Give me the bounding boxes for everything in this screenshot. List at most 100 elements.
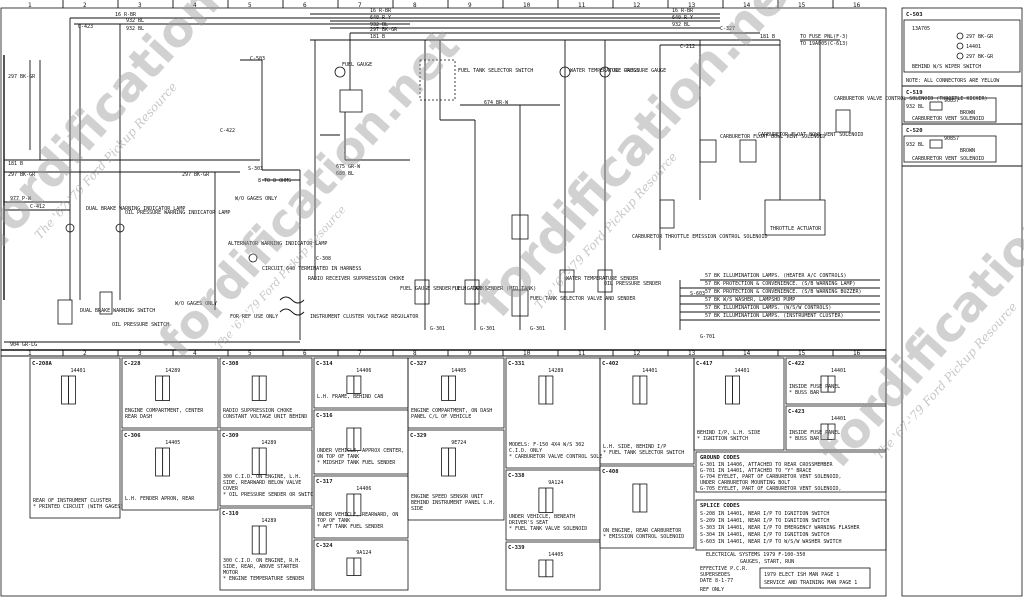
column-number: 6 [303, 2, 307, 9]
column-number: 1 [28, 350, 32, 357]
component-label: FUEL GAUGE SENDER (MID TANK) [452, 286, 536, 292]
connector-id: C-316 [316, 413, 333, 419]
column-number: 14 [743, 350, 751, 357]
component-label: OIL PRESSURE WARNING INDICATOR LAMP [125, 210, 230, 216]
right-schematic: CARBURETOR FLOAT BOWL VENT SOLENOID CARB… [632, 40, 988, 340]
column-number: 2 [83, 350, 87, 357]
component-label: THROTTLE ACTUATOR [770, 226, 822, 232]
connector-id: C-422 [788, 361, 805, 367]
part-number: 14405 [548, 552, 563, 558]
component-label: CARBURETOR FLOAT BOWL VENT SOLENOID [758, 132, 863, 138]
splice-code-row: S-209 IN 14401, NEAR I/P TO IGNITION SWI… [700, 518, 829, 524]
column-number: 3 [138, 350, 142, 357]
component-label: WATER TEMPERATURE GAUGE [570, 68, 639, 74]
location-subtext: * MIDSHIP TANK FUEL SENDER [317, 460, 396, 466]
connector-id: C-208A [32, 361, 53, 367]
wire-label: 297 BK-GR [370, 27, 398, 33]
part-number: 90857 [944, 98, 959, 104]
note-text: NOTE: ALL CONNECTORS ARE YELLOW [906, 78, 1000, 84]
wire-label: 932 BL [906, 104, 924, 110]
main-frame [0, 7, 887, 597]
illumination-label: 57 BK ILLUMINATION LAMPS. (W/S/W CONTROL… [705, 305, 831, 311]
location-subtext: CONSTANT VOLTAGE UNIT BEHIND [223, 414, 307, 420]
part-number: 14289 [261, 440, 276, 446]
connector-id: C-331 [508, 361, 525, 367]
wire-label: 675 GR-W [336, 164, 361, 170]
connector-id: C-503 [906, 12, 923, 18]
component-label: RADIO RECEIVER SUPPRESSION CHOKE [308, 276, 404, 282]
location-text: COVER [223, 486, 239, 492]
connector-id: C-520 [906, 128, 923, 134]
location-text: ENGINE COMPARTMENT, ON DASH [411, 408, 492, 414]
location-text: L.H. SIDE, BEHIND I/P [603, 444, 666, 450]
column-number: 7 [358, 2, 362, 9]
wire-label: 674 BR-W [484, 100, 509, 106]
location-subtext: * BUSS BAR [789, 390, 820, 396]
column-number: 4 [193, 350, 197, 357]
illumination-label: 57 BK ILLUMINATION LAMPS. (INSTRUMENT CL… [705, 313, 843, 319]
codes-panel: GROUND CODES G-301 IN 14406, ATTACHED TO… [695, 451, 887, 593]
connector-label: C-308 [316, 256, 331, 262]
column-number: 8 [413, 350, 417, 357]
column-number: 5 [248, 350, 252, 357]
column-number: 7 [358, 350, 362, 357]
center-schematic: FUEL GAUGE FUEL TANK SELECTOR SWITCH WAT… [308, 33, 666, 332]
location-text: TOP OF TANK [317, 518, 350, 524]
wire-label: BROWN [960, 110, 975, 116]
splice-code-row: S-304 IN 14401, NEAR I/P TO IGNITION SWI… [700, 532, 829, 538]
column-number: 13 [688, 2, 696, 9]
part-number: 14401 [831, 368, 846, 374]
column-number: 6 [303, 350, 307, 357]
splice-code-row: S-208 IN 14401, NEAR I/P TO IGNITION SWI… [700, 511, 829, 517]
fuse-ref: TO FUSE PNL(F-3) [800, 34, 848, 40]
component-label: FUEL TANK SELECTOR VALVE AND SENDER [530, 296, 636, 302]
component-label: FUEL GAUGE [342, 62, 372, 68]
location-text: BEHIND W/S WIPER SWITCH [912, 64, 981, 70]
wire-label: 297 BK-GR [8, 74, 36, 80]
component-label: FOR REF USE ONLY [230, 314, 278, 320]
component-label: OIL PRESSURE SWITCH [112, 322, 169, 328]
connector-id: C-408 [602, 469, 619, 475]
part-number: 9A124 [548, 480, 563, 486]
ground-code-row: G-301 IN 14406, ATTACHED TO REAR CROSSME… [700, 462, 833, 468]
location-text: DRIVER'S SEAT [509, 520, 548, 526]
location-subtext: * CARBURETOR VALVE CONTROL SOLE [509, 454, 602, 460]
location-text: INSIDE FUSE PANEL [789, 430, 840, 436]
wire-label: 977 P-W [10, 196, 32, 202]
part-number: 14406 [356, 368, 371, 374]
wire-label: 932 BL [672, 22, 690, 28]
column-number: 5 [248, 2, 252, 9]
page-ref: 1979 ELECT ISH MAN PAGE 1 [764, 572, 839, 578]
component-label: CARBURETOR FLOAT BOWL VENT SOLENOID [720, 134, 825, 140]
location-text: UNDER VEHICLE, REARWARD, ON [317, 512, 398, 518]
location-text: CARBURETOR VENT SOLENOID [912, 156, 984, 162]
connector-label: C-503 [250, 56, 265, 62]
wire-label: 640 R-Y [370, 15, 391, 21]
location-subtext: * FUEL TANK VALVE SOLENOID [509, 526, 587, 532]
column-number: 13 [688, 350, 696, 357]
connector-id: C-417 [696, 361, 713, 367]
component-label: OIL PRESSURE SENDER [604, 281, 662, 287]
column-number: 12 [633, 2, 641, 9]
part-number: 14405 [165, 440, 180, 446]
service-ref: SERVICE AND TRAINING MAN PAGE 1 [764, 580, 857, 586]
connector-label: C-412 [30, 204, 45, 210]
column-number: 4 [193, 2, 197, 9]
connector-id: C-402 [602, 361, 619, 367]
wire-label: 16 R-BR [672, 8, 694, 14]
